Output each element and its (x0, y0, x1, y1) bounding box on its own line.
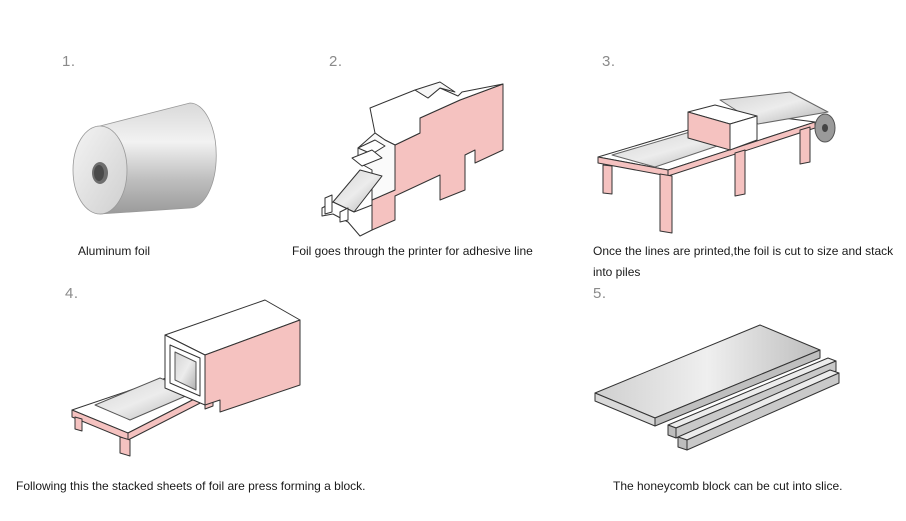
honeycomb-block-slices (594, 324, 840, 451)
adhesive-line-printer (321, 81, 504, 237)
aluminum-foil-roll (72, 102, 217, 215)
step-4-caption: Following this the stacked sheets of foi… (16, 479, 366, 493)
step-2-number: 2. (329, 53, 343, 70)
step-5-number: 5. (593, 285, 607, 302)
step-1-caption: Aluminum foil (78, 244, 151, 258)
step-5-caption: The honeycomb block can be cut into slic… (613, 479, 843, 493)
press-machine (71, 299, 301, 457)
step-3-caption-line2: into piles (593, 265, 641, 279)
step-4-number: 4. (65, 285, 79, 302)
step-3-caption-line1: Once the lines are printed,the foil is c… (593, 244, 894, 258)
step-1-number: 1. (62, 53, 76, 70)
step-2-caption: Foil goes through the printer for adhesi… (292, 244, 533, 258)
cutting-table (597, 91, 836, 234)
step-3-number: 3. (602, 53, 616, 70)
